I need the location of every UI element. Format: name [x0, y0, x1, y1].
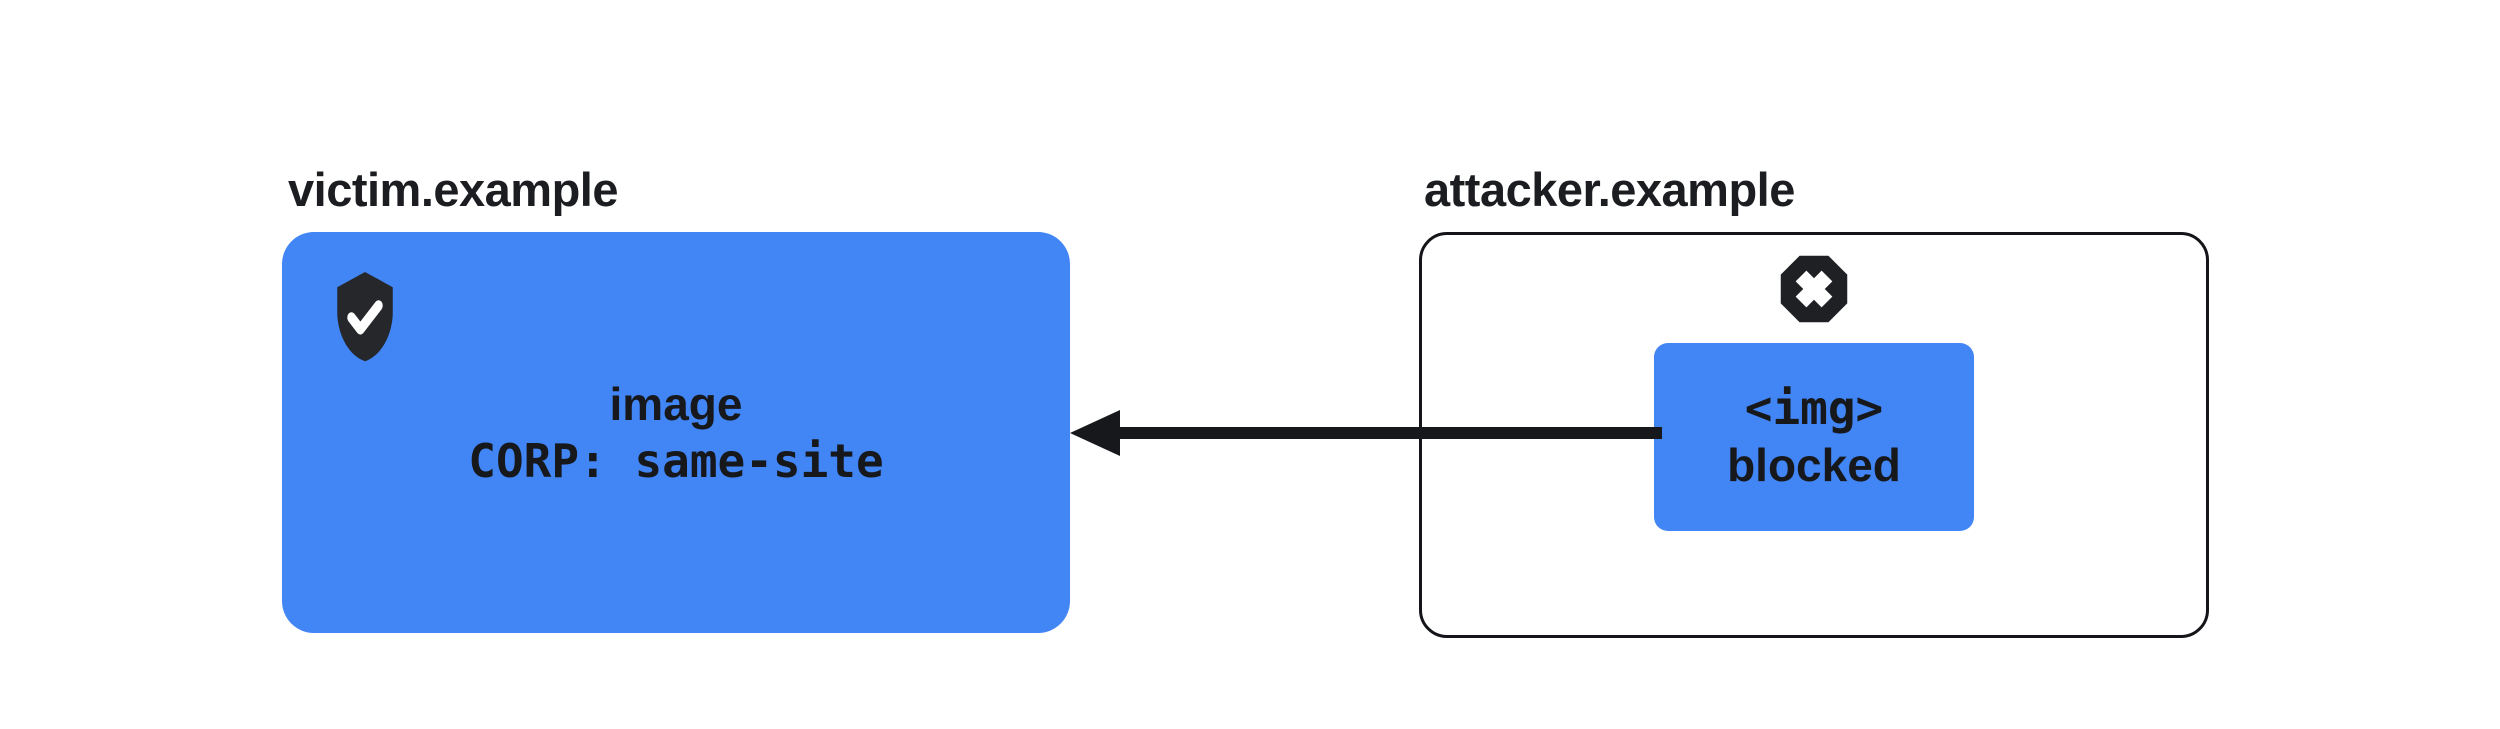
- request-blocked-arrow: [1070, 410, 1662, 456]
- blocked-octagon-x-icon: [1780, 255, 1848, 323]
- corp-policy-label: CORP: same-site: [468, 433, 884, 488]
- blocked-status-label: blocked: [1727, 439, 1901, 491]
- img-request-box: <img> blocked: [1654, 343, 1974, 531]
- attacker-site-box: <img> blocked: [1419, 232, 2209, 638]
- img-tag-label: <img>: [1744, 381, 1884, 435]
- victim-domain-label: victim.example: [288, 163, 619, 216]
- attacker-domain-label: attacker.example: [1424, 163, 1795, 216]
- victim-resource-box: image CORP: same-site: [282, 232, 1070, 633]
- shield-check-icon: [337, 272, 393, 362]
- resource-type-label: image: [609, 377, 743, 430]
